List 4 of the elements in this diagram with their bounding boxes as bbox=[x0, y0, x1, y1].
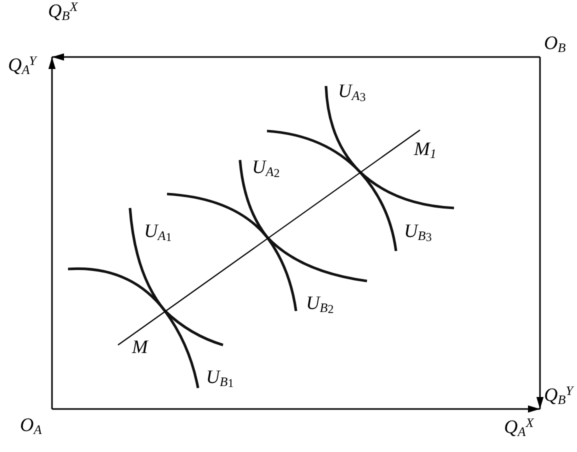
axis-label: M bbox=[132, 338, 148, 357]
axis-label: O$_{A}$ bbox=[20, 416, 42, 435]
axis-label: M$_{1}$ bbox=[414, 140, 436, 159]
axis-label: O$_{B}$ bbox=[544, 34, 566, 53]
